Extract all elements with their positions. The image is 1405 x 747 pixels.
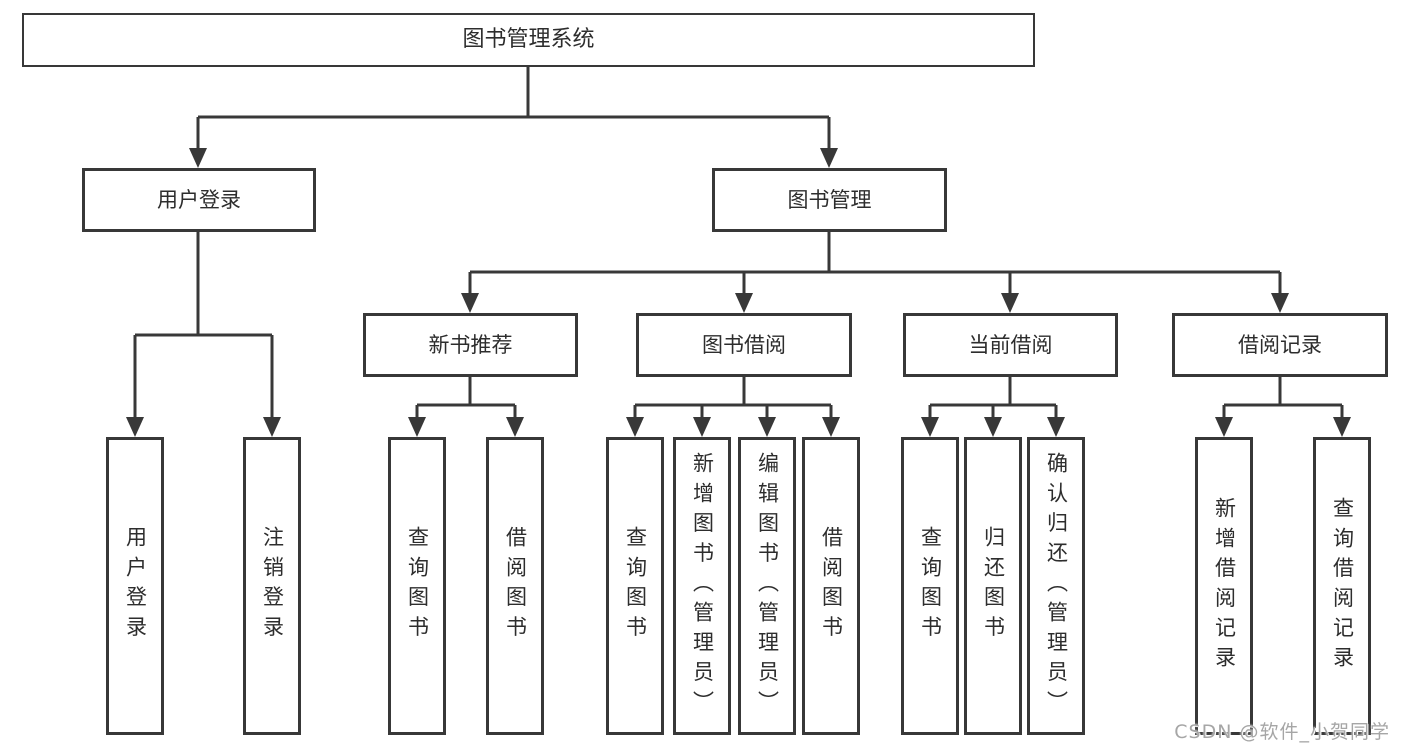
leaf-add-borrow-record: 新增借阅记录 [1195, 437, 1253, 735]
leaf-label: 确认归还（管理员） [1044, 451, 1069, 721]
node-label: 当前借阅 [968, 332, 1053, 357]
leaf-label: 查询图书 [918, 526, 943, 646]
node-book-management: 图书管理 [712, 168, 947, 232]
node-label: 新书推荐 [428, 332, 513, 357]
node-library-management-system: 图书管理系统 [22, 13, 1035, 67]
node-label: 图书借阅 [702, 332, 786, 357]
leaf-label: 借阅图书 [503, 526, 528, 646]
node-label: 图书管理系统 [462, 27, 595, 52]
node-label: 用户登录 [157, 187, 241, 212]
node-new-book-recommend: 新书推荐 [363, 313, 578, 377]
node-user-login: 用户登录 [82, 168, 316, 232]
leaf-label: 借阅图书 [819, 526, 844, 646]
leaf-label: 用户登录 [123, 526, 148, 646]
node-label: 图书管理 [787, 187, 872, 212]
leaf-label: 注销登录 [260, 526, 285, 646]
node-book-borrow: 图书借阅 [636, 313, 852, 377]
node-label: 借阅记录 [1238, 332, 1322, 357]
leaf-query-borrow-record: 查询借阅记录 [1313, 437, 1371, 735]
leaf-edit-book-admin: 编辑图书（管理员） [738, 437, 796, 735]
leaf-recommend-query-book: 查询图书 [388, 437, 446, 735]
leaf-label: 编辑图书（管理员） [755, 451, 780, 721]
leaf-borrow-query-book: 查询图书 [606, 437, 664, 735]
leaf-logout: 注销登录 [243, 437, 301, 735]
leaf-current-query-book: 查询图书 [901, 437, 959, 735]
node-current-borrow: 当前借阅 [903, 313, 1118, 377]
leaf-recommend-borrow-book: 借阅图书 [486, 437, 544, 735]
leaf-label: 查询图书 [405, 526, 430, 646]
leaf-label: 新增借阅记录 [1212, 496, 1237, 676]
leaf-label: 新增图书（管理员） [690, 451, 715, 721]
leaf-label: 查询借阅记录 [1330, 496, 1355, 676]
leaf-confirm-return-admin: 确认归还（管理员） [1027, 437, 1085, 735]
leaf-add-book-admin: 新增图书（管理员） [673, 437, 731, 735]
leaf-label: 查询图书 [623, 526, 648, 646]
leaf-borrow-book: 借阅图书 [802, 437, 860, 735]
watermark: CSDN @软件_小贺同学 [1174, 721, 1390, 743]
leaf-return-book: 归还图书 [964, 437, 1022, 735]
leaf-label: 归还图书 [981, 526, 1006, 646]
leaf-user-login: 用户登录 [106, 437, 164, 735]
node-borrow-records: 借阅记录 [1172, 313, 1388, 377]
